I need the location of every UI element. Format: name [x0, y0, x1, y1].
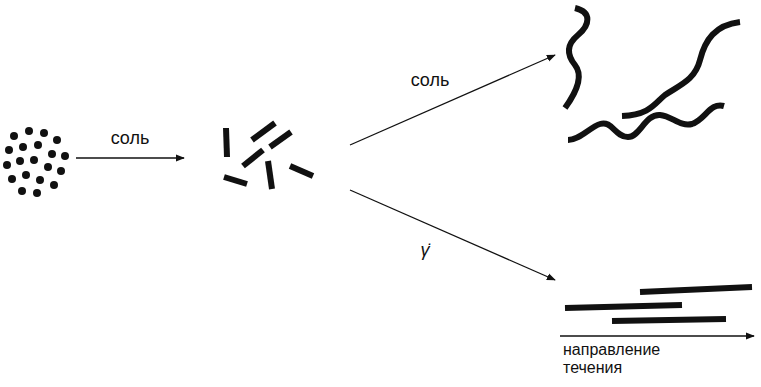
worm [568, 105, 724, 140]
micelle-dot [19, 143, 27, 151]
micelle-dot [53, 136, 61, 144]
aligned-worm [612, 319, 726, 321]
arrow-label: соль [111, 128, 150, 149]
flow-direction-label: направление течения [563, 341, 681, 377]
arrow-label: соль [411, 70, 450, 91]
rod [252, 123, 275, 140]
micelle-dot [34, 141, 42, 149]
aligned-micelles [565, 287, 752, 321]
aligned-worm [565, 305, 682, 308]
micelle-dot [61, 152, 69, 160]
reaction-arrow [76, 157, 184, 158]
rod [290, 166, 313, 176]
spherical-micelles [3, 127, 69, 197]
reaction-arrow [350, 55, 555, 145]
micelle-dot [36, 176, 44, 184]
flow-arrow [560, 335, 754, 336]
rod [243, 150, 263, 166]
micelle-dot [22, 171, 30, 179]
rod [224, 177, 247, 184]
micelle-dot [33, 189, 41, 197]
micelle-dot [8, 175, 16, 183]
rod [226, 128, 227, 157]
micelle-dot [18, 187, 26, 195]
reaction-arrow [350, 190, 555, 280]
wormlike-micelles [565, 8, 740, 140]
micelle-dot [25, 127, 33, 135]
rod [268, 161, 272, 189]
micelle-dot [30, 156, 38, 164]
micelle-dot [50, 181, 58, 189]
micelle-dot [40, 129, 48, 137]
micelle-dot [48, 150, 56, 158]
rod [270, 132, 291, 147]
aligned-worm [640, 287, 752, 292]
micelle-dot [10, 132, 18, 140]
micelle-dot [3, 161, 11, 169]
worm [622, 22, 740, 116]
shear-rate-label: γ̇ [421, 240, 430, 261]
micelle-dot [16, 157, 24, 165]
micelle-dot [5, 146, 13, 154]
micelle-dot [57, 167, 65, 175]
rod-micelles [224, 123, 313, 189]
worm [565, 8, 587, 108]
micelle-dot [44, 163, 52, 171]
